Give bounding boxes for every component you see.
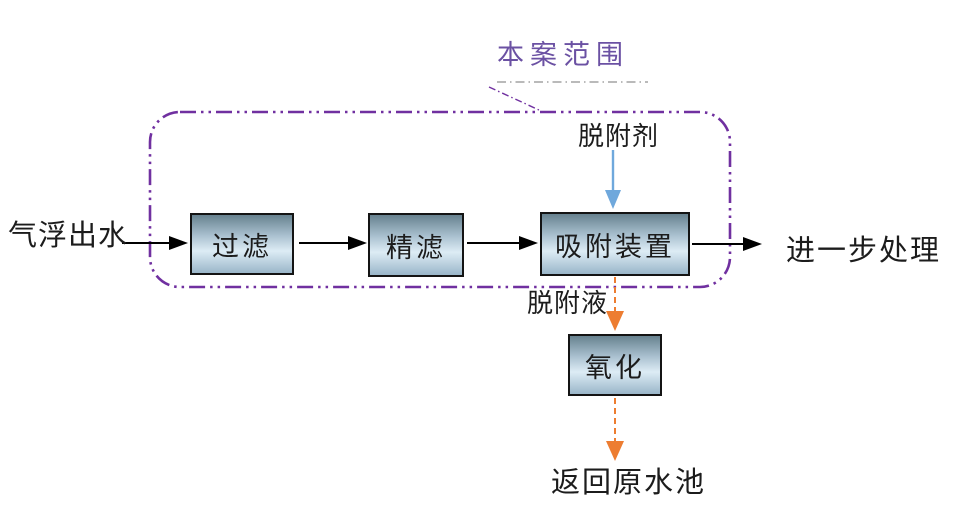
arrow-desorbent-to-adsorption (605, 150, 621, 209)
node-oxidation: 氧化 (568, 334, 662, 396)
scope-leader-line (488, 86, 540, 111)
desorbent-label: 脱附剂 (578, 122, 660, 152)
arrow-adsorption-to-output (692, 237, 762, 251)
arrow-adsorption-to-oxidation (606, 277, 624, 331)
node-fine-filter: 精滤 (368, 213, 464, 277)
input-label: 气浮出水 (8, 218, 129, 252)
node-adsorption: 吸附装置 (540, 212, 690, 276)
arrow-input-to-filter (122, 236, 188, 250)
arrow-fine-filter-to-adsorption (467, 236, 538, 250)
arrow-oxidation-to-return (606, 398, 624, 461)
node-filter: 过滤 (190, 213, 294, 275)
arrow-filter-to-fine-filter (299, 236, 367, 250)
scope-boundary (148, 110, 732, 289)
output-label: 进一步处理 (786, 233, 942, 267)
desorption-liquid-label: 脱附液 (527, 289, 609, 319)
return-label: 返回原水池 (551, 465, 707, 499)
scope-label: 本案范围 (497, 40, 629, 71)
